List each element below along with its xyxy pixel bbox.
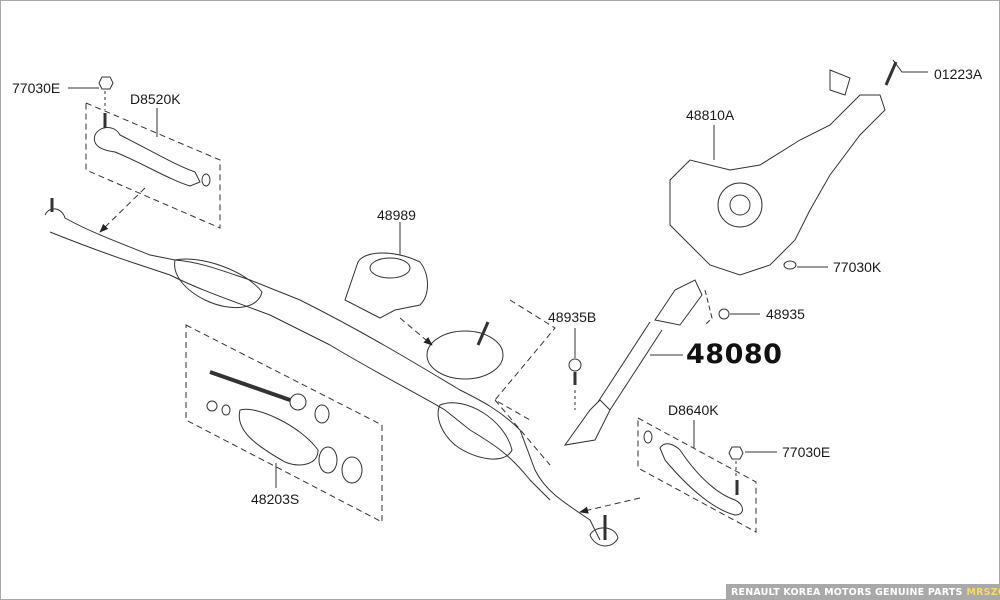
- steering-rack-drawing: [44, 198, 619, 547]
- label-77030e-right: 77030E: [782, 444, 831, 460]
- label-48935: 48935: [766, 306, 805, 322]
- footer-banner: RENAULT KOREA MOTORS GENUINE PARTSMRSZON…: [726, 584, 1000, 600]
- label-d8640k: D8640K: [668, 402, 719, 418]
- cover-drawing: [344, 222, 433, 346]
- label-48203s: 48203S: [251, 491, 300, 507]
- label-77030e-left: 77030E: [12, 80, 61, 96]
- bolt-drawing: [494, 299, 582, 466]
- intermediate-shaft-drawing: [563, 279, 703, 446]
- label-77030k: 77030K: [833, 259, 882, 275]
- label-d8520k: D8520K: [130, 91, 181, 107]
- footer-brand: MRSZONE: [966, 586, 1000, 598]
- label-48810a: 48810A: [686, 107, 735, 123]
- label-01223a: 01223A: [934, 66, 983, 82]
- tie-rod-end-right-drawing: [579, 417, 777, 533]
- boot-kit-drawing: [185, 324, 383, 523]
- steering-column-drawing: [669, 59, 928, 276]
- label-48080: 48080: [686, 339, 783, 370]
- label-48989: 48989: [377, 207, 416, 223]
- footer-caption: RENAULT KOREA MOTORS GENUINE PARTS: [731, 586, 963, 598]
- tie-rod-end-left-drawing: [68, 76, 221, 233]
- footer-text: RENAULT KOREA MOTORS GENUINE PARTSMRSZON…: [731, 587, 1000, 598]
- small-bolt-drawing: [704, 289, 760, 326]
- label-48935b: 48935B: [548, 309, 597, 325]
